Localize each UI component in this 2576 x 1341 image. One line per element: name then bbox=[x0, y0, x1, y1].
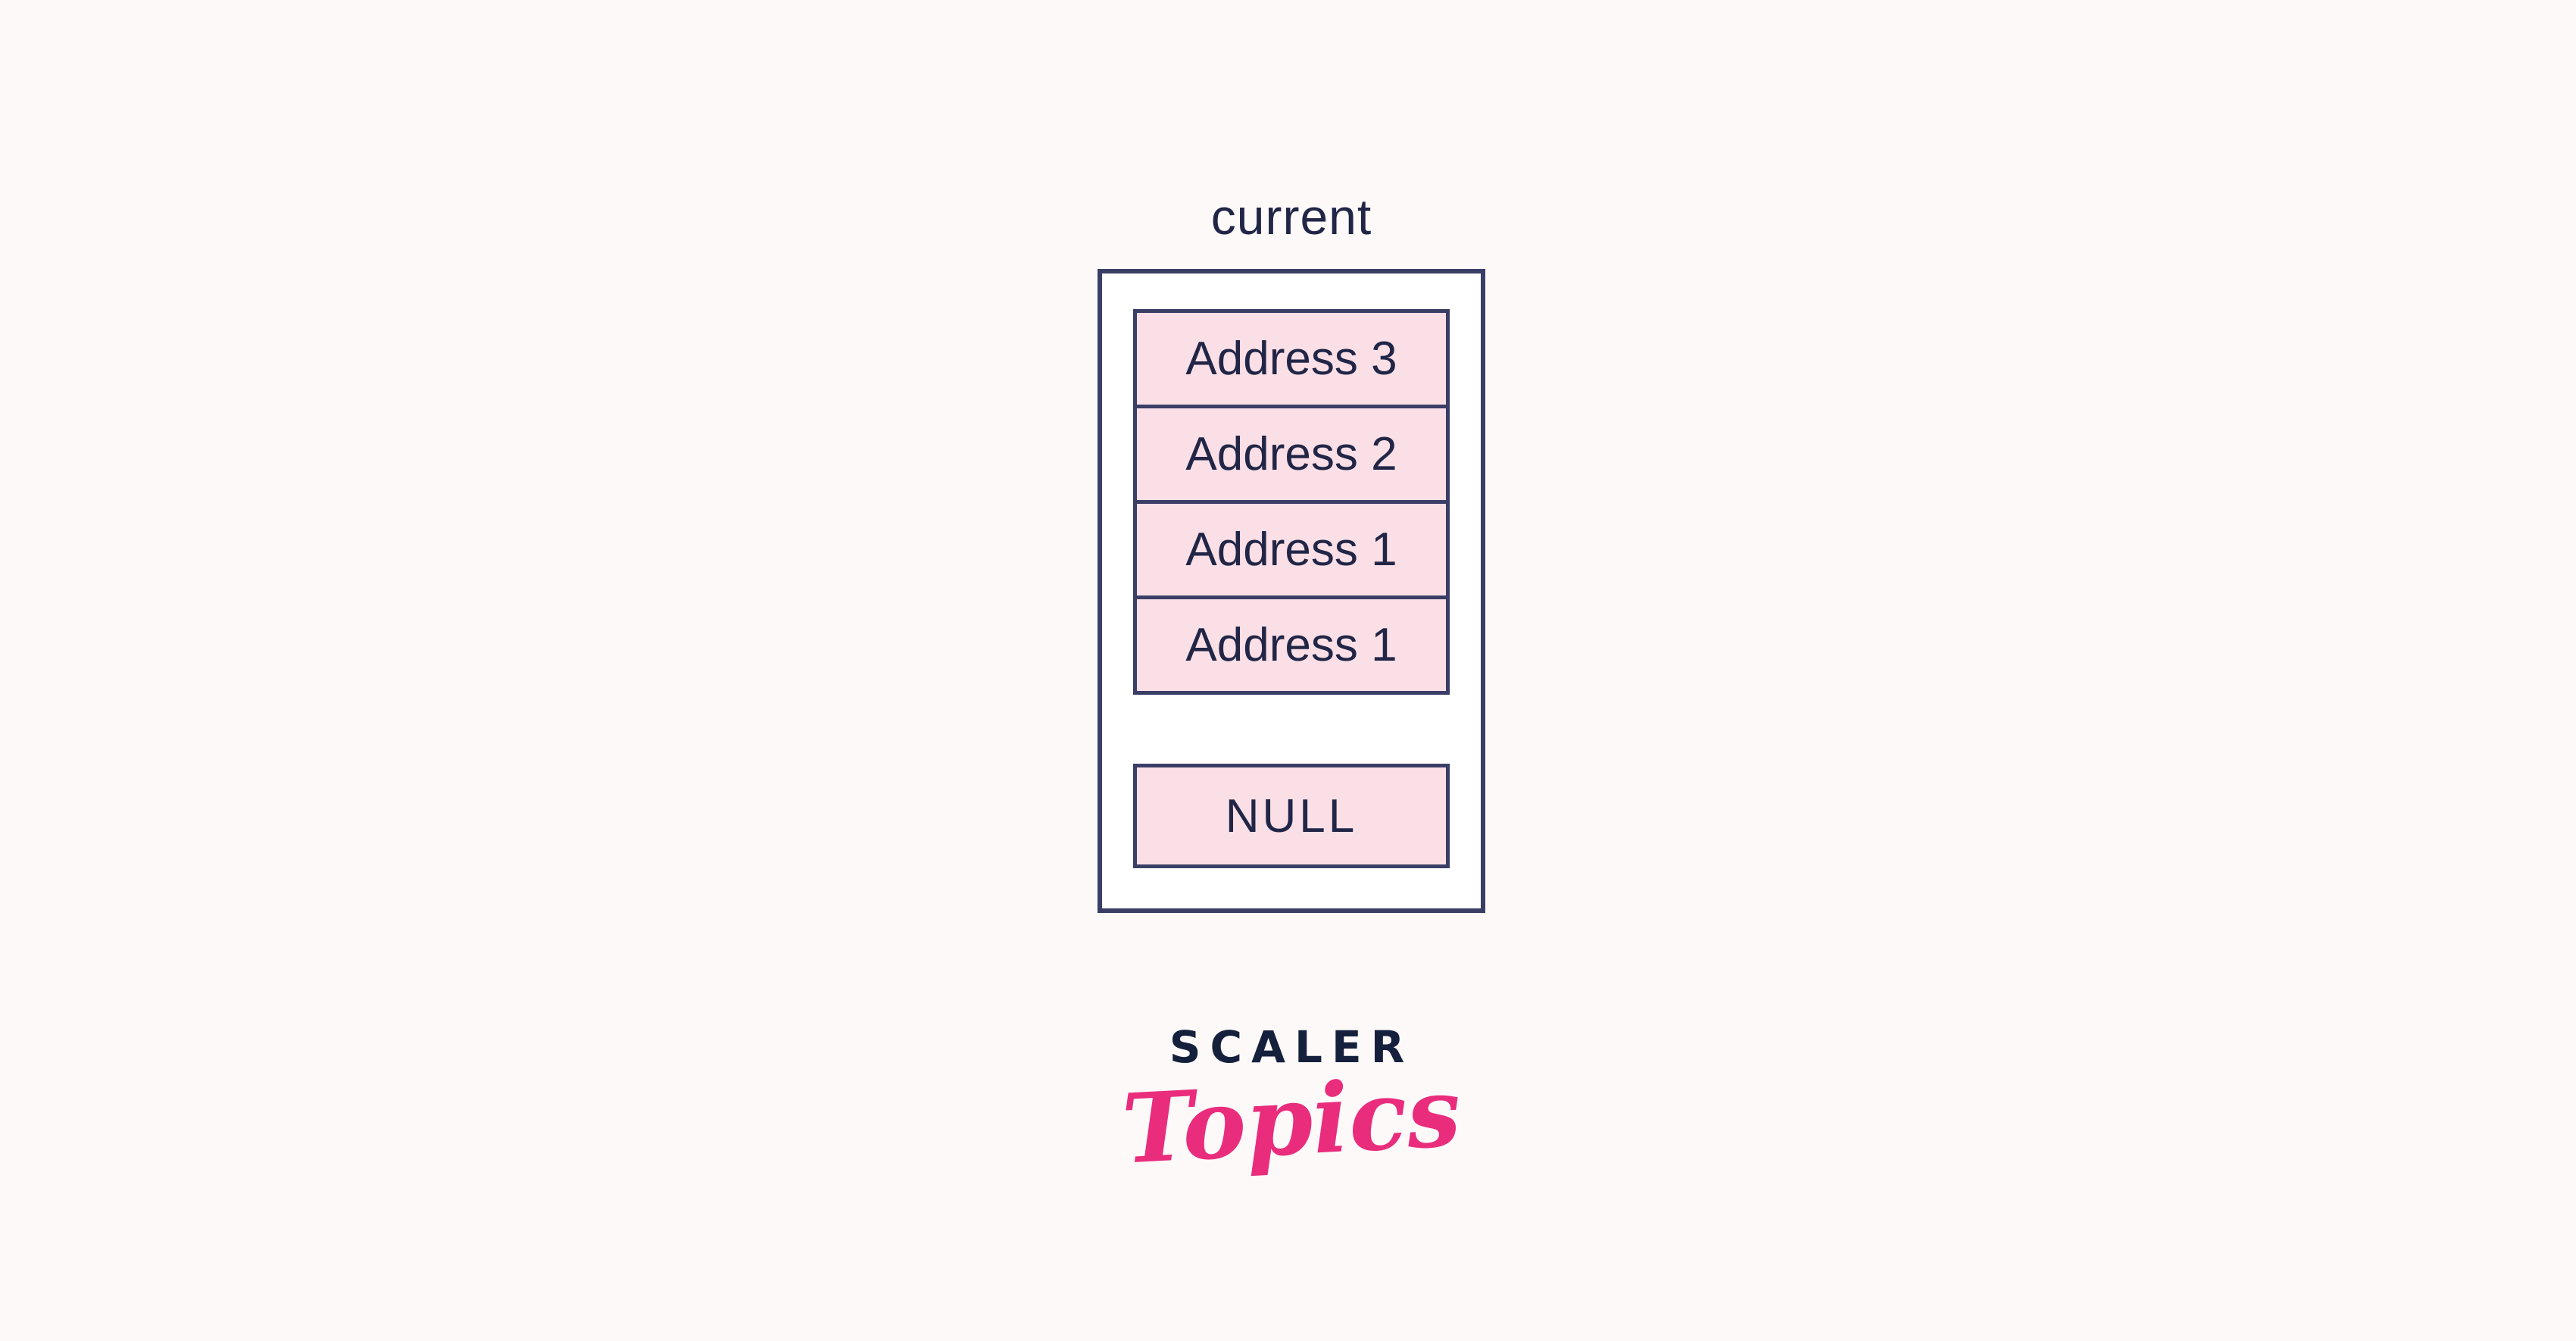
topics-wordmark: Topics bbox=[1119, 1055, 1464, 1186]
stack-cell-address-1: Address 1 bbox=[1133, 500, 1450, 599]
null-cell: NULL bbox=[1133, 764, 1450, 868]
scaler-wordmark: SCALER bbox=[1169, 1021, 1414, 1073]
stack-cell-address-2: Address 2 bbox=[1133, 405, 1450, 504]
stack-outer-box: Address 3 Address 2 Address 1 Address 1 … bbox=[1098, 269, 1485, 913]
address-cell-stack: Address 3 Address 2 Address 1 Address 1 bbox=[1133, 309, 1450, 695]
scaler-topics-logo: SCALER Topics bbox=[1098, 1021, 1485, 1186]
current-pointer-label: current bbox=[1210, 189, 1372, 245]
stack-cell-address-3: Address 3 bbox=[1133, 309, 1450, 408]
stack-cell-address-1-duplicate: Address 1 bbox=[1133, 595, 1450, 695]
